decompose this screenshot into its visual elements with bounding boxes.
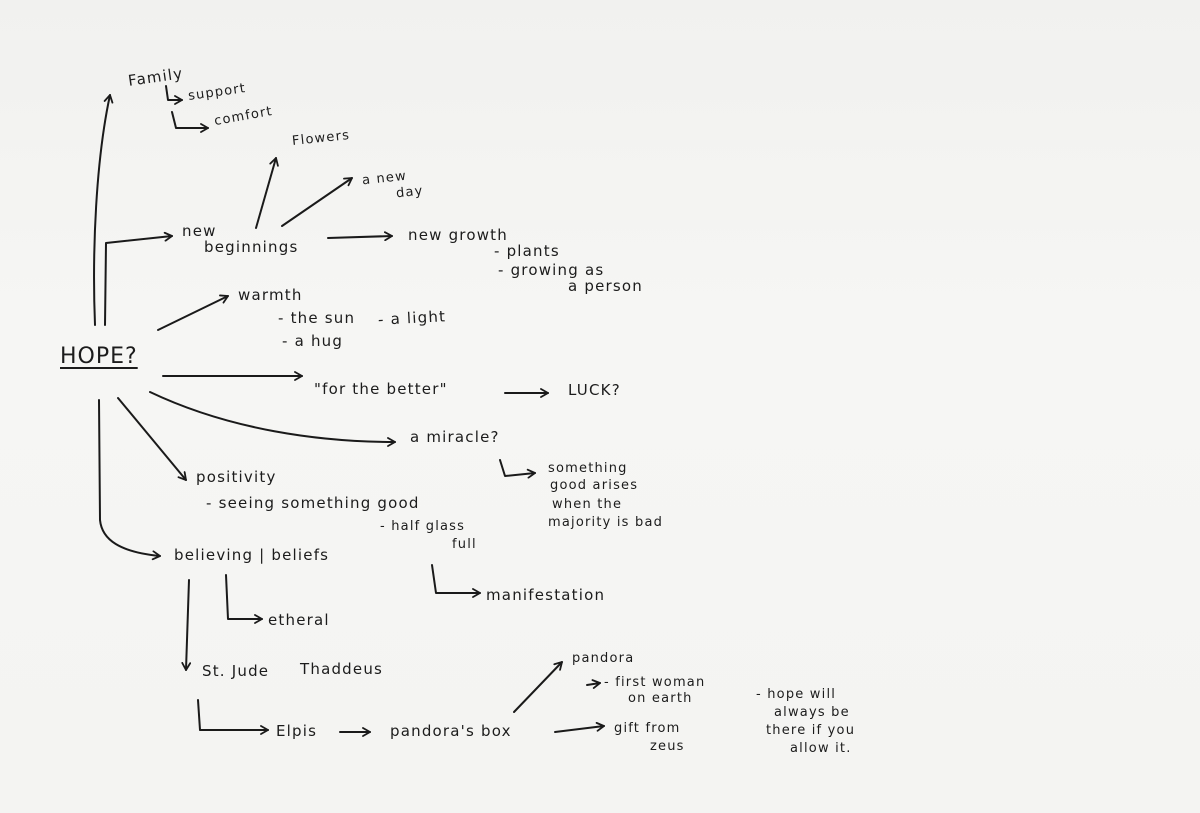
hook-elpis: [197, 699, 269, 735]
node-good-arises: good arises: [550, 478, 639, 493]
node-luck: LUCK?: [568, 381, 621, 399]
node-there-if-you: there if you: [766, 723, 856, 738]
node-thaddeus: Thaddeus: [300, 660, 384, 678]
node-new: new: [182, 222, 217, 240]
node-on-earth: on earth: [628, 691, 693, 706]
node-for-the-better: "for the better": [314, 380, 448, 398]
node-when-the: when the: [552, 497, 623, 512]
node-gift-from: gift from: [614, 721, 681, 736]
node-hope-will: - hope will: [756, 687, 837, 702]
node-believing-beliefs: believing | beliefs: [174, 546, 330, 564]
arrow-to-st-jude: [181, 579, 192, 671]
node-a-person: a person: [568, 277, 643, 295]
hook-etheral: [225, 574, 263, 624]
arrow-to-warmth: [157, 294, 229, 331]
arrow-to-new-growth: [327, 231, 393, 242]
node-a-hug: - a hug: [282, 332, 344, 350]
node-first-woman: - first woman: [604, 675, 706, 690]
node-allow-it: allow it.: [790, 741, 852, 756]
arrow-to-family: [93, 94, 114, 326]
node-elpis: Elpis: [276, 722, 318, 740]
arrow-to-miracle: [149, 391, 396, 447]
node-st-jude: St. Jude: [202, 662, 270, 680]
arrow-to-new: [104, 231, 173, 326]
arrow-to-pandora: [513, 661, 563, 713]
arrow-to-new-day: [281, 177, 353, 227]
node-a-miracle: a miracle?: [410, 428, 500, 446]
node-something: something: [548, 461, 628, 476]
node-day: day: [395, 183, 425, 202]
node-a-light: - a light: [377, 307, 447, 329]
hook-manifestation: [431, 564, 481, 598]
node-pandora: pandora: [572, 651, 635, 666]
node-always-be: always be: [774, 705, 850, 720]
node-plants: - plants: [494, 242, 560, 260]
node-seeing-something-good: - seeing something good: [206, 494, 420, 512]
central-topic-hope: HOPE?: [60, 344, 138, 369]
node-half-glass: - half glass: [380, 519, 466, 534]
node-the-sun: - the sun: [278, 309, 356, 327]
node-pandoras-box: pandora's box: [390, 722, 512, 740]
arrow-to-believing: [98, 399, 161, 561]
node-new-growth: new growth: [408, 226, 508, 244]
node-beginnings: beginnings: [204, 238, 299, 256]
node-positivity: positivity: [196, 468, 277, 486]
hook-support: [165, 85, 183, 105]
node-warmth: warmth: [238, 286, 303, 304]
node-growing-as: - growing as: [498, 261, 605, 279]
node-zeus: zeus: [650, 739, 685, 754]
node-etheral: etheral: [268, 611, 330, 629]
arrow-to-gift: [554, 721, 605, 733]
hook-comfort: [171, 111, 209, 133]
node-full: full: [452, 537, 477, 552]
node-majority-is-bad: majority is bad: [548, 515, 664, 530]
hook-something: [499, 459, 536, 479]
arrow-to-flowers: [255, 157, 279, 229]
arrow-to-positivity: [117, 397, 187, 481]
arrow-first-woman: [586, 679, 601, 689]
node-manifestation: manifestation: [486, 586, 606, 604]
